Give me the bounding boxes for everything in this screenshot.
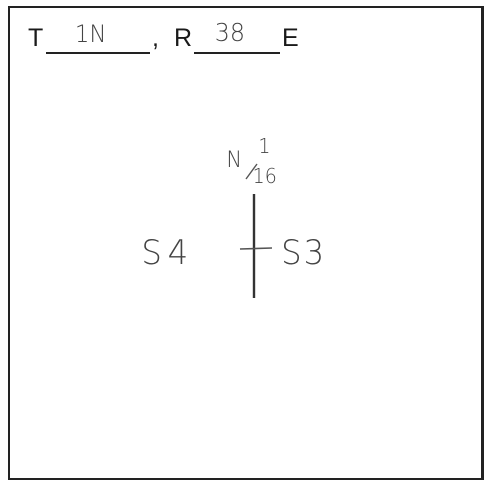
- township-prefix: T: [28, 24, 44, 52]
- header-separator: ,: [152, 24, 159, 52]
- survey-corner-card: T 1N , R 38 E N 1 16 S4 S3: [8, 6, 484, 480]
- fraction-bar: [245, 163, 258, 180]
- range-suffix: E: [282, 24, 299, 52]
- range-value: 38: [214, 18, 246, 47]
- corner-label-letter: N: [226, 148, 243, 173]
- range-blank-line: [194, 52, 280, 54]
- corner-fraction-numerator: 1: [258, 134, 271, 158]
- township-range-header: T 1N , R 38 E: [28, 18, 328, 56]
- corner-fraction-denominator: 16: [252, 164, 277, 188]
- left-section-label: S4: [141, 233, 194, 273]
- corner-tick: [239, 247, 273, 250]
- township-blank-line: [46, 52, 150, 54]
- township-value: 1N: [74, 20, 107, 48]
- right-section-label: S3: [281, 233, 327, 273]
- range-prefix: R: [174, 24, 193, 52]
- section-line-sketch: [239, 163, 273, 298]
